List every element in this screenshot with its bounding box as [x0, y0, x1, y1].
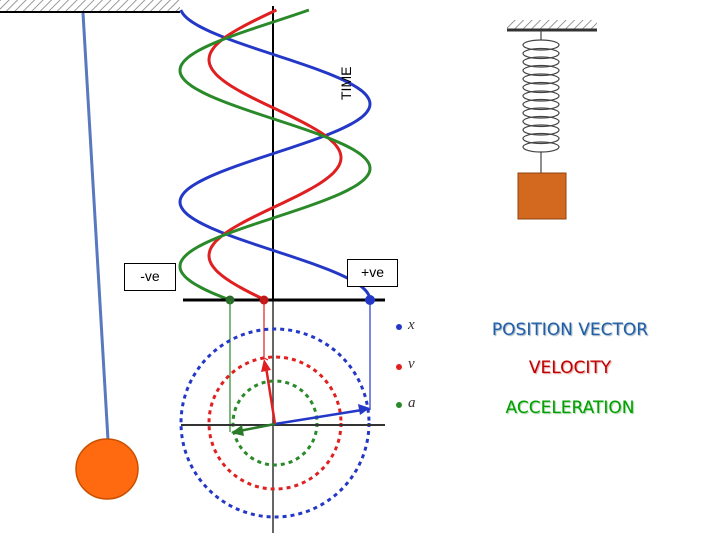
symbol-x: x: [408, 317, 415, 333]
pendulum-string: [81, 12, 110, 441]
spring-mass: [517, 172, 567, 220]
position-phasor: [274, 404, 370, 426]
acceleration-circle: [231, 379, 319, 467]
legend-a-dot: [396, 402, 402, 408]
position-circle: [179, 327, 371, 519]
symbol-v: v: [408, 356, 415, 372]
spring-coil: [522, 30, 560, 173]
acceleration-phasor: [231, 422, 276, 436]
acceleration-wave: [178, 8, 372, 302]
velocity-phasor: [261, 359, 277, 425]
legend-position-vector: POSITION VECTOR: [491, 320, 649, 340]
position-wave: [178, 9, 372, 301]
positive-direction-label: +ve: [347, 259, 398, 287]
symbol-a: a: [408, 395, 416, 411]
velocity-wave: [207, 8, 343, 302]
legend-v-dot: [396, 364, 402, 370]
legend-acceleration: ACCELERATION: [505, 398, 635, 418]
time-axis-label: TIME: [338, 66, 354, 100]
pendulum-bob: [75, 438, 139, 500]
legend-velocity: VELOCITY: [528, 358, 612, 378]
velocity-circle: [207, 355, 343, 491]
legend-x-dot: [396, 324, 402, 330]
spring-support: [507, 20, 597, 32]
pendulum-ceiling: [0, 0, 180, 13]
negative-direction-label: -ve: [124, 263, 176, 291]
